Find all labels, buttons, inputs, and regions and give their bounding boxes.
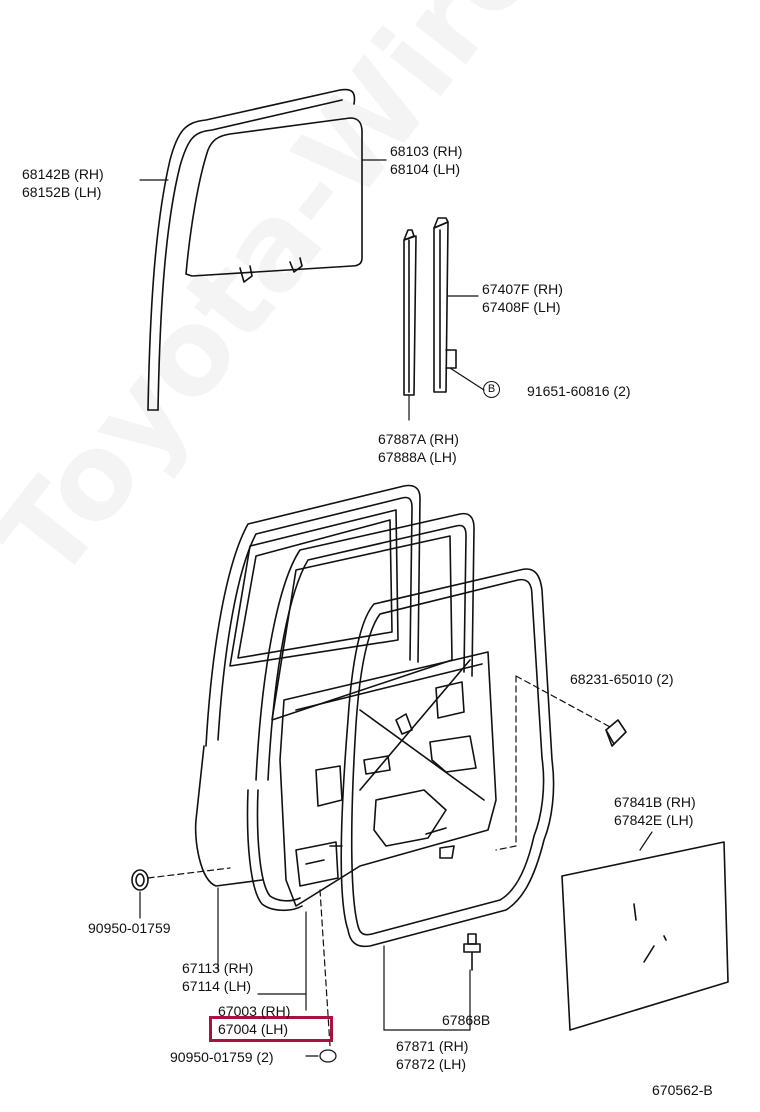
service-cover-part (561, 831, 729, 1031)
window-frame-part (139, 88, 356, 411)
figure-code: 670562-B (652, 1082, 713, 1098)
label-67871-rh: 67871 (RH) (396, 1038, 469, 1054)
label-68104-lh: 68104 (LH) (390, 161, 461, 177)
label-67887a-rh: 67887A (RH) (378, 431, 459, 447)
screw-part (463, 933, 481, 971)
label-90950-01759: 90950-01759 (88, 920, 171, 936)
label-91651-60816: 91651-60816 (2) (527, 383, 631, 399)
rear-channel-part (433, 217, 485, 393)
leader-lines (217, 887, 337, 1063)
clip-part (495, 675, 627, 851)
label-67407f-rh: 67407F (RH) (482, 281, 563, 297)
label-67003-rh: 67003 (RH) (218, 1003, 291, 1019)
bolt-symbol: B (483, 381, 500, 398)
weatherstrip-part (340, 568, 555, 1031)
label-67114-lh: 67114 (LH) (182, 978, 252, 994)
door-inner-panel (279, 651, 497, 907)
label-67004-lh: 67004 (LH) (218, 1021, 289, 1037)
label-68231-65010: 68231-65010 (2) (570, 671, 674, 687)
highlight-box-67004 (209, 1016, 333, 1042)
label-90950-01759-2: 90950-01759 (2) (170, 1049, 274, 1065)
run-channel-part (403, 229, 417, 421)
door-mid-frame (246, 512, 475, 912)
label-67113-rh: 67113 (RH) (182, 960, 254, 976)
label-67868b: 67868B (442, 1012, 491, 1028)
plug-part (131, 867, 231, 919)
label-67408f-lh: 67408F (LH) (482, 299, 561, 315)
label-68142b-rh: 68142B (RH) (22, 166, 104, 182)
label-67842e-lh: 67842E (LH) (614, 812, 694, 828)
label-67888a-lh: 67888A (LH) (378, 449, 457, 465)
label-67872-lh: 67872 (LH) (396, 1056, 467, 1072)
label-68103-rh: 68103 (RH) (390, 143, 463, 159)
label-68152b-lh: 68152B (LH) (22, 184, 102, 200)
door-outer-frame (194, 484, 421, 887)
door-glass-part (185, 117, 387, 283)
label-67841b-rh: 67841B (RH) (614, 794, 696, 810)
